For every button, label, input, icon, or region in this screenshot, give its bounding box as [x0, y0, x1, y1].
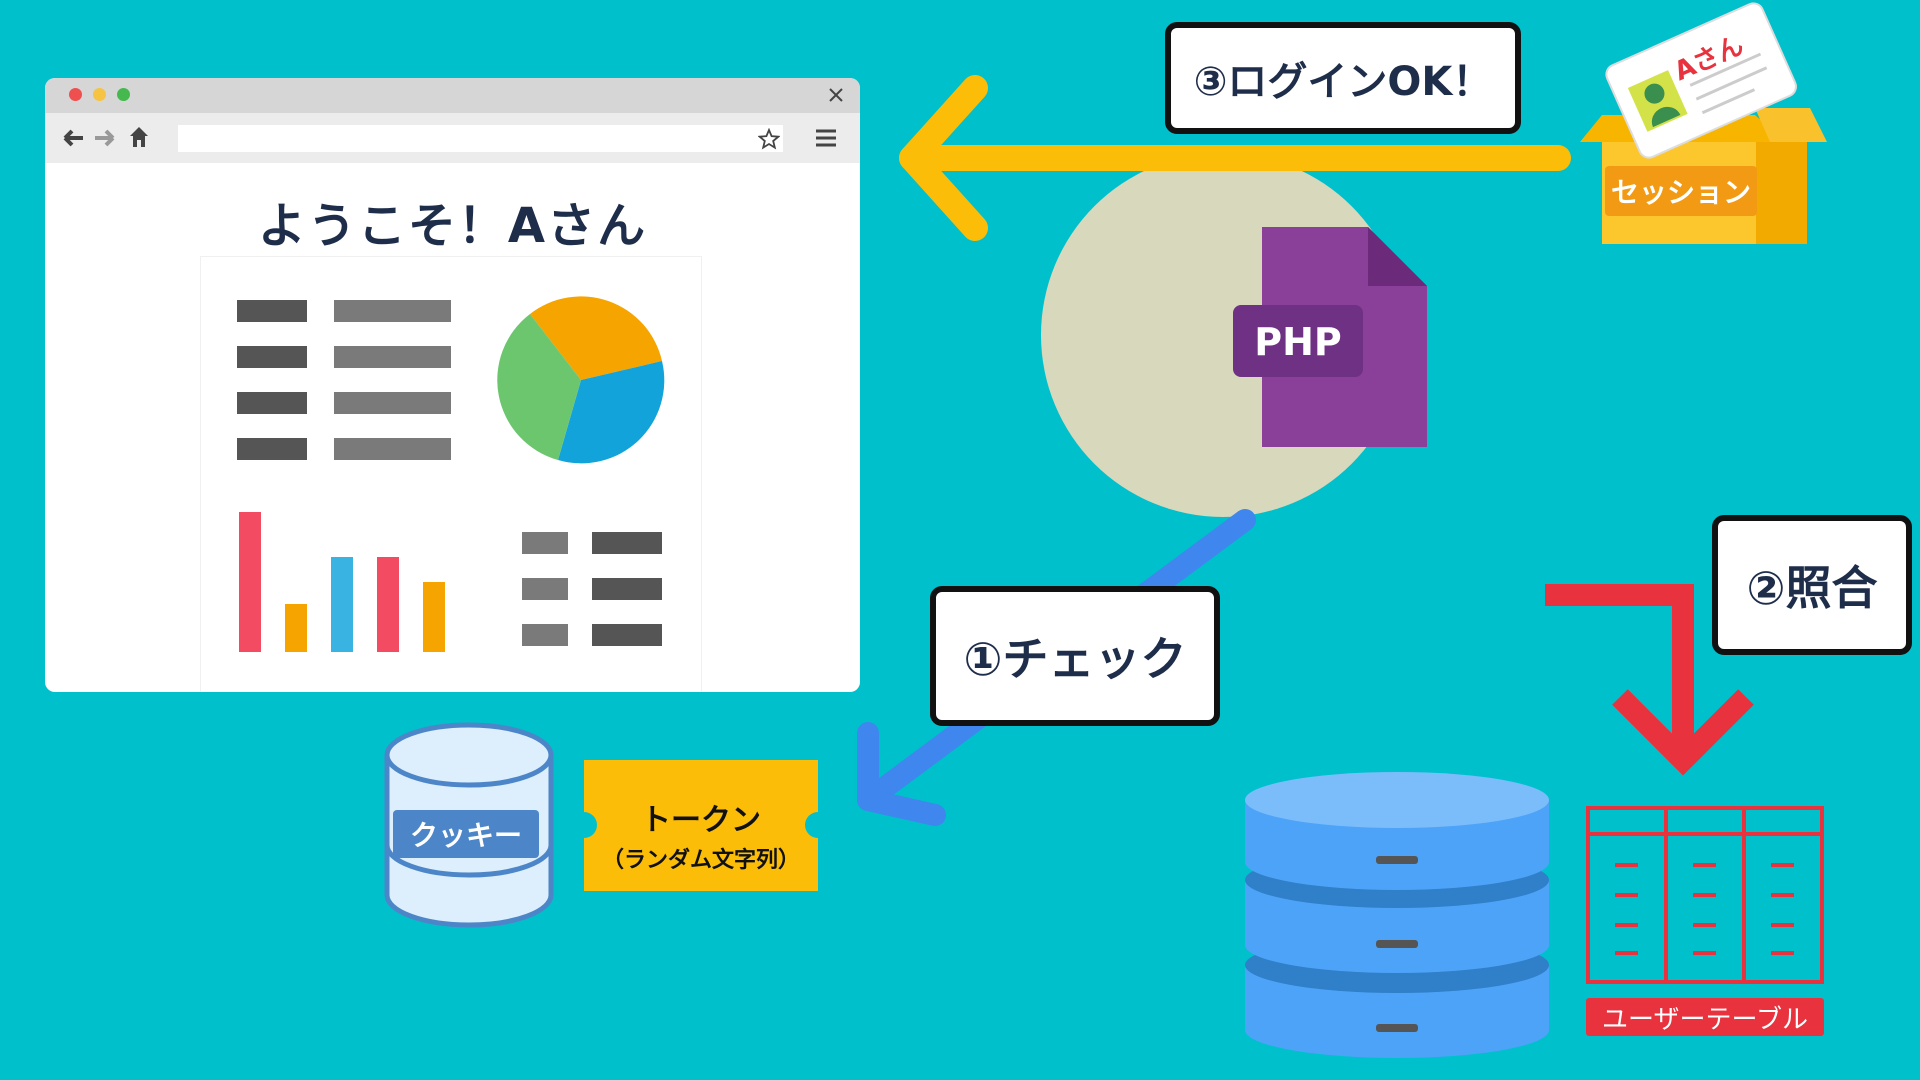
close-icon[interactable]: [828, 87, 844, 103]
address-bar: [45, 113, 860, 163]
text-line: [592, 532, 662, 554]
text-line: [592, 578, 662, 600]
url-input[interactable]: [178, 125, 783, 152]
welcome-heading: ようこそ！Aさん: [257, 198, 648, 254]
step-match-text: ②照合: [1746, 561, 1878, 615]
php-file-icon: [1233, 227, 1427, 447]
chart-bar: [239, 512, 261, 652]
step-login-ok-text: ③ログインOK！: [1193, 59, 1493, 105]
step-login-ok-label: ③ログインOK！: [1165, 22, 1521, 134]
chart-bar: [423, 582, 445, 652]
menu-icon[interactable]: [815, 129, 837, 147]
ticket-icon: [571, 760, 831, 891]
text-line: [522, 578, 568, 600]
close-dot[interactable]: [69, 88, 82, 101]
text-line: [334, 300, 451, 322]
back-arrow-icon[interactable]: [63, 128, 85, 148]
id-card-icon: [1605, 2, 1797, 159]
step-check-label: ①チェック: [930, 586, 1220, 726]
login-ok-arrow: [899, 75, 1571, 241]
text-line: [237, 300, 307, 322]
chart-bar: [285, 604, 307, 652]
text-line: [237, 438, 307, 460]
pie-chart-illustration: [497, 296, 665, 464]
text-line: [522, 624, 568, 646]
dashboard-panel: [200, 256, 702, 692]
text-line: [334, 346, 451, 368]
text-line: [237, 392, 307, 414]
user-table-label: ユーザーテーブル: [1586, 998, 1824, 1036]
php-label: PHP: [1254, 320, 1342, 364]
token-subtitle: （ランダム文字列）: [601, 848, 800, 873]
pie-slice-green: [497, 314, 581, 460]
database-icon: [1245, 772, 1549, 1058]
text-line: [237, 346, 307, 368]
browser-titlebar: [45, 78, 860, 113]
browser-window: ようこそ！Aさん: [45, 78, 860, 692]
step-match-label: ②照合: [1712, 515, 1912, 655]
star-icon[interactable]: [758, 128, 780, 150]
maximize-dot[interactable]: [117, 88, 130, 101]
chart-bar: [331, 557, 353, 652]
session-label: セッション: [1605, 166, 1757, 216]
pie-slice-orange: [530, 296, 662, 380]
text-line: [592, 624, 662, 646]
text-line: [522, 532, 568, 554]
pie-slice-blue: [558, 361, 665, 464]
text-line: [334, 438, 451, 460]
cookie-label: クッキー: [393, 810, 539, 858]
token-title: トークン: [641, 803, 761, 838]
table-icon: [1586, 806, 1824, 984]
minimize-dot[interactable]: [93, 88, 106, 101]
text-line: [334, 392, 451, 414]
match-arrow: [1545, 584, 1754, 776]
home-icon[interactable]: [129, 126, 149, 148]
chart-bar: [377, 557, 399, 652]
step-check-text: ①チェック: [963, 632, 1187, 686]
forward-arrow-icon[interactable]: [93, 128, 115, 148]
